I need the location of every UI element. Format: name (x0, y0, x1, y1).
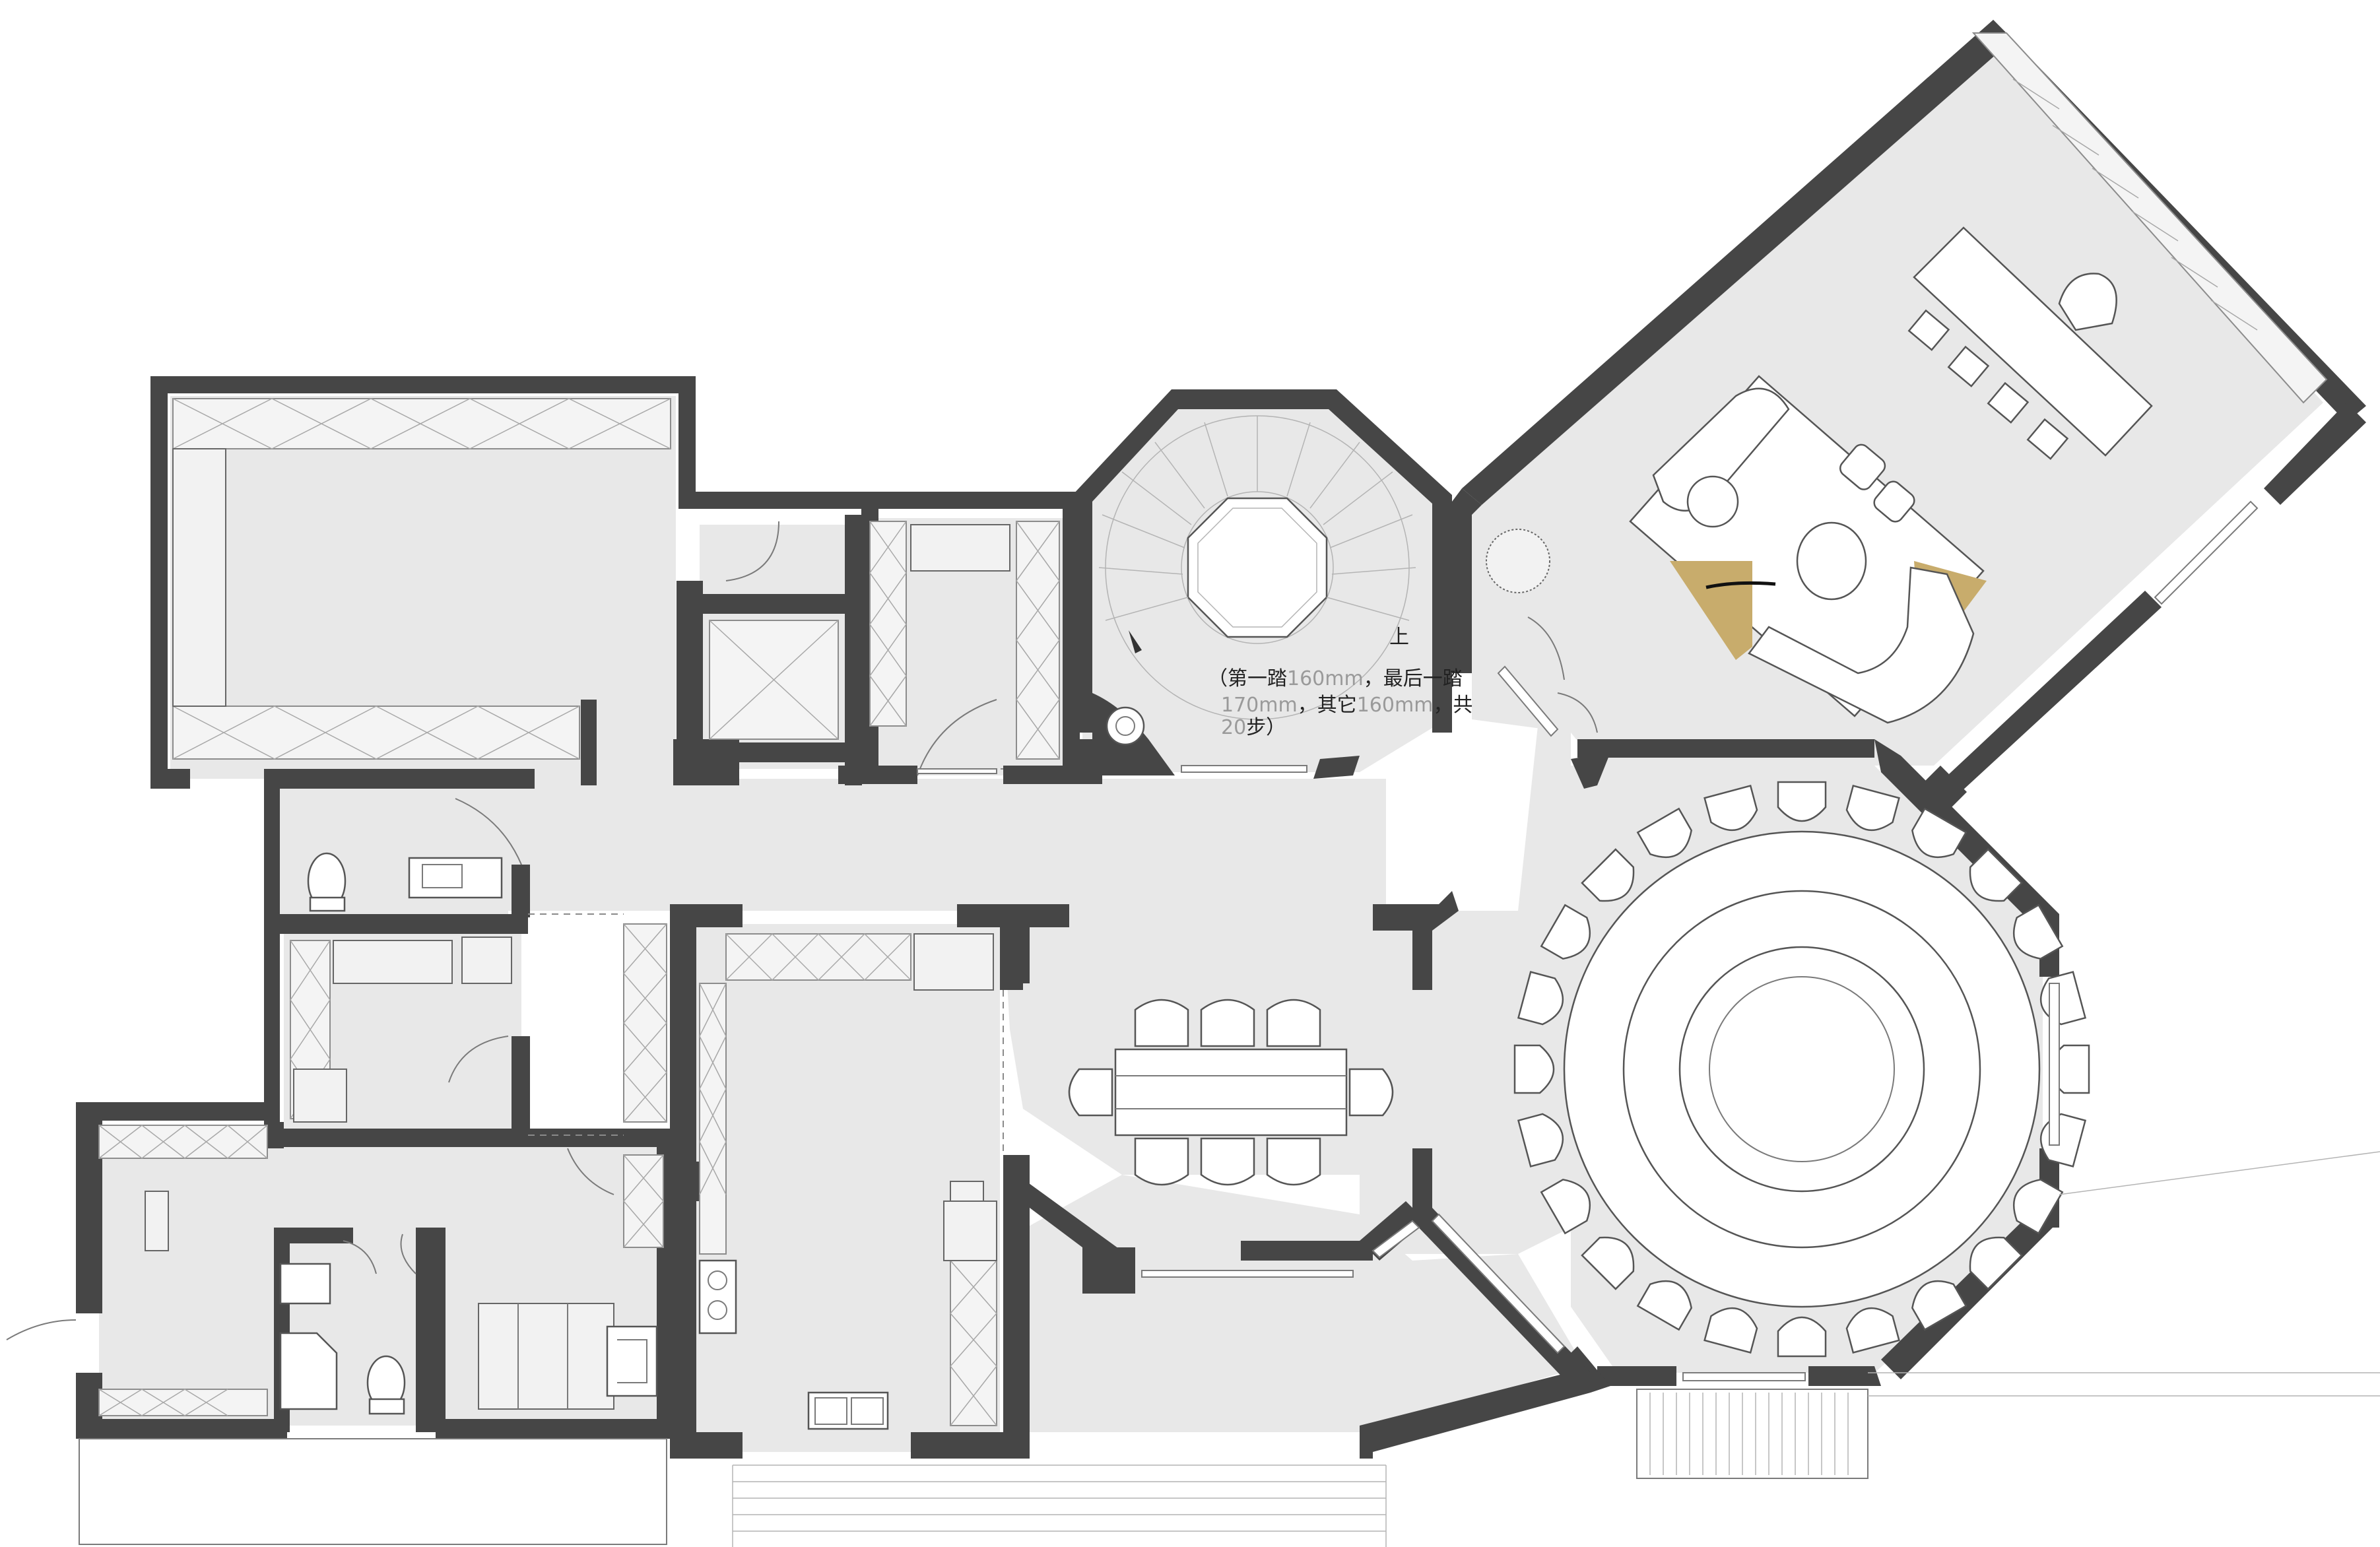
round-table-chair (1517, 971, 1564, 1026)
stair-note-2b: ，其它 (1298, 694, 1357, 717)
stair-note-line-3: 20步） (1221, 716, 1286, 739)
round-table-chair (1845, 784, 1900, 832)
round-table-chair (2039, 971, 2087, 1026)
living-room-furniture (1486, 226, 2259, 737)
rect-dining-table (1068, 999, 1394, 1186)
stair-annotations: 上 （第一踏160mm，最后一踏 170mm，其它160mm，共 20步） (1208, 626, 1472, 739)
doors (6, 521, 1598, 1340)
round-table-chair (1581, 848, 1635, 902)
round-table-chair (1517, 1113, 1564, 1168)
stair-note-1b: 160mm (1287, 667, 1364, 690)
bathroom-fixtures (279, 852, 658, 1415)
floor-areas (99, 40, 2323, 1452)
stair-note-line-2: 170mm，其它160mm，共 (1221, 694, 1472, 717)
round-table-chair (1845, 1307, 1900, 1354)
spiral-staircase (1098, 415, 1416, 746)
cabinets (98, 32, 2328, 1426)
round-dining-table (1513, 781, 2090, 1358)
stair-note-2d: ，共 (1433, 694, 1472, 717)
stair-up-label: 上 (1389, 626, 1409, 649)
round-table-chair (1703, 784, 1758, 832)
stair-note-3a: 20 (1221, 716, 1246, 739)
stair-note-1a: （第一踏 (1208, 667, 1287, 690)
round-table-chair (1969, 848, 2023, 902)
round-table-chair (1513, 1044, 1555, 1094)
stair-note-2a: 170mm (1221, 694, 1298, 717)
round-table-chair (1777, 1316, 1827, 1358)
stair-note-line-1: （第一踏160mm，最后一踏 (1208, 667, 1463, 690)
round-table-chair (1911, 807, 1967, 858)
stair-note-3b: 步） (1246, 716, 1286, 739)
round-table-chair (1540, 1179, 1591, 1235)
round-table-chair (1911, 1280, 1967, 1331)
exterior (79, 765, 2380, 1547)
round-table-chair (1777, 781, 1827, 822)
round-table-chair (1581, 1236, 1635, 1290)
stair-note-1c: ，最后一踏 (1364, 667, 1463, 690)
stair-note-2c: 160mm (1357, 694, 1434, 717)
round-table-chair (1703, 1307, 1758, 1354)
round-table-chair (1636, 807, 1692, 858)
round-table-chair (1969, 1236, 2023, 1290)
round-table-chair (1636, 1280, 1692, 1331)
kitchen-fixtures (698, 1259, 889, 1430)
round-table-chair (2013, 1179, 2064, 1235)
round-table-chair (2013, 904, 2064, 960)
round-table-chair (1540, 904, 1591, 960)
